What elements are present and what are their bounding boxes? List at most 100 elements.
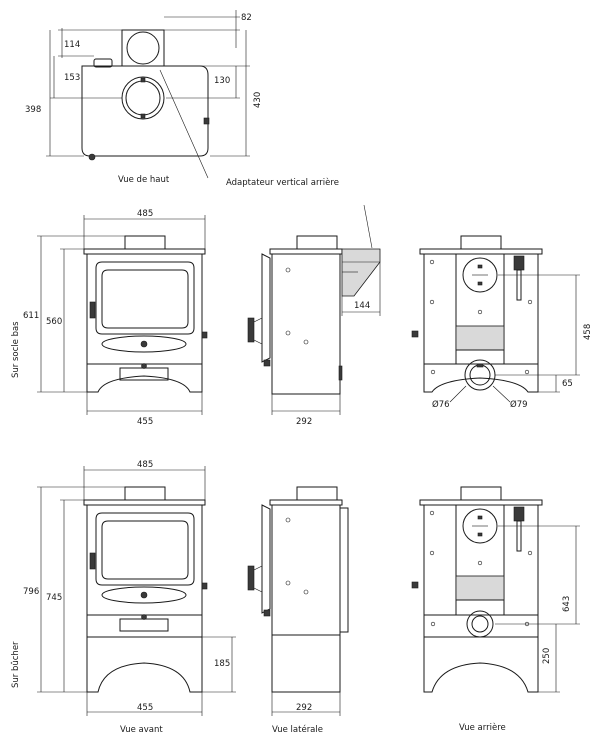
side-view-log-store: 292 Vue latérale: [247, 486, 349, 735]
leader-rear-adapter-top: [159, 69, 209, 179]
side-rivet-c-2: [303, 589, 309, 595]
dim-796: 796: [23, 587, 39, 597]
front-flue-1: [124, 235, 166, 250]
dim-144: 144: [354, 301, 370, 311]
side-rivet-b-1: [285, 330, 291, 336]
rear-lower-panel-2: [455, 575, 505, 601]
dim-398: 398: [25, 105, 41, 115]
dim-65: 65: [562, 379, 573, 389]
dim-250: 250: [542, 648, 552, 664]
side-rivet-a-1: [285, 267, 291, 273]
side-top-1: [269, 248, 343, 255]
front-side-knob-1: [201, 331, 208, 339]
dim-185: 185: [214, 659, 230, 669]
side-door-2: [261, 504, 271, 614]
dim-153: 153: [64, 73, 80, 83]
rear-air-duct-1: [516, 269, 522, 301]
front-ash-knob-2: [141, 614, 147, 620]
caption-side-view: Vue latérale: [272, 724, 323, 735]
rear-top-2: [419, 499, 543, 506]
front-air-knob-2: [140, 591, 148, 599]
top-view: 82 114 153 130 398 430 Vue de haut Adapt…: [25, 10, 339, 188]
top-bolt-top: [140, 77, 146, 83]
dim-114: 114: [64, 40, 80, 50]
dim-745: 745: [46, 593, 62, 603]
dim-455-2: 455: [137, 703, 153, 713]
rear-air-duct-2: [516, 520, 522, 552]
dim-82: 82: [241, 13, 252, 23]
side-body-2: [271, 504, 341, 636]
front-plinth-1: [86, 363, 203, 393]
top-vertical-outlet-inner: [125, 80, 161, 116]
dim-611: 611: [23, 311, 39, 321]
side-top-2: [269, 499, 343, 506]
top-rear-boss: [93, 58, 113, 68]
caption-rear-adapter: Adaptateur vertical arrière: [226, 177, 339, 188]
rear-log-store-2: [423, 636, 539, 693]
rear-top-outlet-1: [462, 257, 498, 293]
rear-top-1: [419, 248, 543, 255]
rear-flue-1: [460, 235, 502, 250]
caption-front-view: Vue avant: [120, 725, 163, 735]
front-view-log-store: 485 796 745 185 455 Vue avant: [23, 460, 236, 735]
top-flue-collar: [121, 29, 165, 67]
front-glass-1: [95, 261, 195, 335]
side-rear-adapter: [341, 248, 381, 297]
rear-air-intake-2: [513, 506, 525, 522]
dim-dia-79: Ø79: [510, 399, 528, 410]
leader-dia-79: [492, 385, 511, 403]
top-bolt-bottom: [140, 113, 146, 119]
top-front-knob: [88, 153, 96, 161]
rear-air-intake-1: [513, 255, 525, 271]
front-side-knob-2: [201, 582, 208, 590]
rear-view-log-store: 643 250 Vue arrière: [411, 486, 580, 733]
front-log-store-2: [86, 636, 203, 693]
rear-ash-base-2: [423, 614, 539, 638]
side-knob-1: [263, 359, 271, 367]
side-rivet-c-1: [303, 339, 309, 345]
side-handle-1: [247, 317, 255, 343]
dim-485-1: 485: [137, 209, 153, 219]
front-glass-inner-2: [101, 520, 189, 580]
rear-side-knob-1: [411, 330, 419, 338]
front-airwash-2: [101, 586, 187, 604]
rear-view-low-base: 458 65 Ø76 Ø79: [411, 235, 593, 410]
side-rivet-a-2: [285, 517, 291, 523]
side-body-1: [271, 253, 341, 395]
leader-rear-adapter: [363, 204, 373, 249]
dim-292-2: 292: [296, 703, 312, 713]
side-flue-2: [296, 486, 338, 501]
rear-flue-2: [460, 486, 502, 501]
rear-plinth-1: [423, 363, 539, 393]
front-handle-2: [89, 552, 96, 570]
dim-485-2: 485: [137, 460, 153, 470]
row-log-store: Sur bûcher: [11, 460, 580, 735]
caption-top-view: Vue de haut: [118, 175, 170, 185]
dim-292-1: 292: [296, 417, 312, 427]
front-air-knob-1: [140, 340, 148, 348]
front-top-plate-1: [83, 248, 206, 255]
top-side-handle: [203, 117, 210, 125]
dim-455-1: 455: [137, 417, 153, 427]
row-low-base: Sur socle bas 485: [11, 204, 593, 427]
top-flue-outlet: [126, 31, 160, 65]
front-top-plate-2: [83, 499, 206, 506]
side-view-low-base: 144 292: [247, 204, 381, 427]
side-door-1: [261, 253, 271, 363]
dim-643: 643: [562, 596, 572, 612]
top-vertical-outlet: [121, 76, 165, 120]
front-ashpan-2: [119, 618, 169, 632]
front-view-low-base: 485 611 560 455: [23, 209, 208, 427]
front-ashpan-1: [119, 367, 169, 381]
front-airwash-1: [101, 335, 187, 353]
leader-dia-76: [449, 385, 467, 403]
side-handle-2: [247, 565, 255, 591]
side-rear-shield-2: [339, 507, 349, 633]
rear-lower-panel-1: [455, 325, 505, 351]
dim-dia-76: Ø76: [432, 399, 450, 410]
rear-side-knob-2: [411, 581, 419, 589]
caption-rear-view: Vue arrière: [459, 722, 506, 733]
rear-top-outlet-2: [462, 508, 498, 544]
side-rear-tab-1: [338, 365, 343, 381]
